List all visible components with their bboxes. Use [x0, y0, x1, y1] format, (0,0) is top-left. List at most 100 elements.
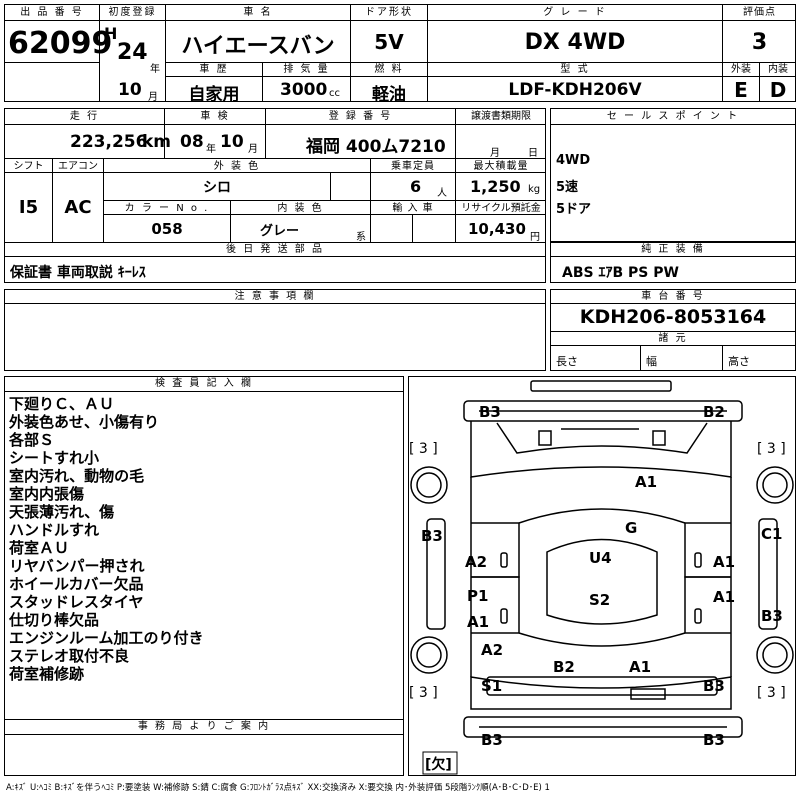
- sales-point: 5ドア: [556, 202, 592, 217]
- color-number-label: カ ラ ー N o .: [124, 203, 210, 214]
- max-load: 1,250: [470, 177, 521, 196]
- damage-mark: A1: [467, 613, 489, 631]
- sales-points-box: [550, 108, 796, 242]
- month-unit: 月: [148, 92, 158, 103]
- document-deadline-label: 譲渡書類期限: [471, 111, 531, 122]
- max-load-label: 最大積載量: [473, 161, 529, 172]
- tire-tread: [ 3 ]: [757, 685, 786, 701]
- damage-mark: C1: [761, 525, 782, 543]
- import-label: 輸 入 車: [392, 203, 434, 214]
- damage-mark: B3: [703, 731, 725, 749]
- interior-color-unit: 系: [356, 232, 366, 243]
- inspector-note: スタッドレスタイヤ: [9, 593, 144, 611]
- exterior-color-label: 外 装 色: [213, 161, 261, 172]
- history: 自家用: [188, 85, 240, 105]
- inspector-note: リヤバンパー押され: [9, 557, 145, 575]
- deadline-day-unit: 日: [528, 148, 538, 159]
- door-type: 5V: [374, 30, 404, 54]
- spare-tire: [欠]: [425, 756, 452, 773]
- exterior-grade: E: [734, 78, 748, 102]
- inspector-note: 室内内張傷: [9, 485, 85, 503]
- inspector-note: ステレオ取付不良: [9, 647, 130, 665]
- inspector-note: 室内汚れ、動物の毛: [9, 467, 145, 485]
- inspector-note: 下廻りＣ、ＡＵ: [9, 395, 115, 413]
- score-label: 評価点: [743, 7, 776, 18]
- deadline-month-unit: 月: [490, 148, 500, 159]
- capacity: 6: [410, 177, 422, 196]
- inspector-note: ハンドルすれ: [9, 521, 100, 539]
- recycle-deposit: 10,430: [468, 220, 526, 238]
- header-table: [4, 4, 796, 102]
- shift-label: シフト: [13, 161, 44, 172]
- inspector-note: 荷室ＡＵ: [9, 539, 70, 557]
- era: H: [104, 24, 118, 43]
- inspection-label: 車 検: [200, 111, 230, 122]
- fuel-label: 燃 料: [374, 64, 404, 75]
- inspector-note: 仕切り棒欠品: [9, 611, 100, 629]
- inspector-note: 外装色あせ、小傷有り: [9, 413, 160, 431]
- damage-mark: B3: [479, 403, 501, 421]
- first-registration-label: 初度登録: [108, 7, 157, 18]
- interior-label: 内装: [768, 64, 788, 75]
- damage-mark: B2: [703, 403, 725, 421]
- inspector-label: 検 査 員 記 入 欄: [155, 378, 253, 389]
- history-label: 車 歴: [199, 64, 229, 75]
- grade: DX 4WD: [524, 30, 626, 55]
- equipment-label: 純 正 装 備: [641, 244, 705, 255]
- car-name-label: 車 名: [243, 7, 273, 18]
- legend: A:ｷｽﾞ U:ﾍｺﾐ B:ｷｽﾞを伴うﾍｺﾐ P:要塗装 W:補修跡 S:錆 …: [6, 783, 550, 793]
- interior-grade: D: [769, 78, 787, 102]
- chassis-box: [550, 289, 796, 371]
- lot-number-label: 出 品 番 号: [20, 7, 84, 18]
- length-label: 長さ: [556, 355, 578, 368]
- displacement: 3000: [280, 80, 328, 100]
- fuel: 軽油: [372, 85, 406, 105]
- inspector-note: シートすれ小: [9, 449, 100, 467]
- cc-unit: cc: [329, 88, 340, 99]
- exterior-label: 外装: [731, 64, 751, 75]
- mileage-unit: km: [142, 132, 172, 152]
- shift: I5: [18, 197, 39, 218]
- sales-point: 5速: [556, 180, 579, 195]
- damage-mark: A1: [629, 658, 651, 676]
- interior-color: グレー: [260, 224, 300, 239]
- later-parts-label: 後 日 発 送 部 品: [226, 244, 324, 255]
- aircon-label: エアコン: [58, 161, 98, 172]
- chassis-label: 車 台 番 号: [641, 291, 705, 302]
- registration-plate: 福岡 400ム7210: [306, 137, 446, 157]
- displacement-label: 排 気 量: [283, 64, 330, 75]
- inspection-year-unit: 年: [206, 144, 216, 155]
- model-code: LDF-KDH206V: [508, 80, 642, 100]
- registration-month: 10: [118, 80, 142, 100]
- inspector-note: 各部Ｓ: [9, 431, 55, 449]
- damage-mark: G: [625, 519, 637, 537]
- equipment: ABS ｴｱB PS PW: [562, 265, 679, 281]
- tire-tread: [ 3 ]: [409, 685, 438, 701]
- specs-label: 諸 元: [658, 333, 688, 344]
- inspection-month: 10: [220, 132, 244, 152]
- model-label: 型 式: [560, 64, 590, 75]
- details-table: [4, 108, 546, 283]
- door-label: ドア形状: [365, 7, 413, 18]
- inspector-notes: 下廻りＣ、ＡＵ 外装色あせ、小傷有り 各部Ｓ シートすれ小 室内汚れ、動物の毛 …: [9, 395, 204, 683]
- damage-mark: A1: [713, 588, 735, 606]
- damage-mark: P1: [467, 587, 488, 605]
- damage-mark: A1: [635, 473, 657, 491]
- damage-mark: S1: [481, 677, 502, 695]
- recycle-deposit-label: リサイクル預託金: [461, 203, 541, 214]
- interior-color-label: 内 装 色: [277, 203, 324, 214]
- year-unit: 年: [150, 64, 160, 75]
- inspector-note: 天張薄汚れ、傷: [9, 503, 115, 521]
- tire-tread: [ 3 ]: [409, 441, 438, 457]
- mileage-label: 走 行: [69, 111, 100, 122]
- notes-label: 注 意 事 項 欄: [234, 291, 316, 302]
- damage-mark: B2: [553, 658, 575, 676]
- damage-mark: S2: [589, 591, 610, 609]
- max-load-unit: kg: [528, 184, 541, 195]
- lot-number: 62099: [8, 26, 113, 61]
- damage-mark: U4: [589, 549, 612, 567]
- color-number: 058: [151, 220, 183, 238]
- capacity-unit: 人: [437, 188, 447, 199]
